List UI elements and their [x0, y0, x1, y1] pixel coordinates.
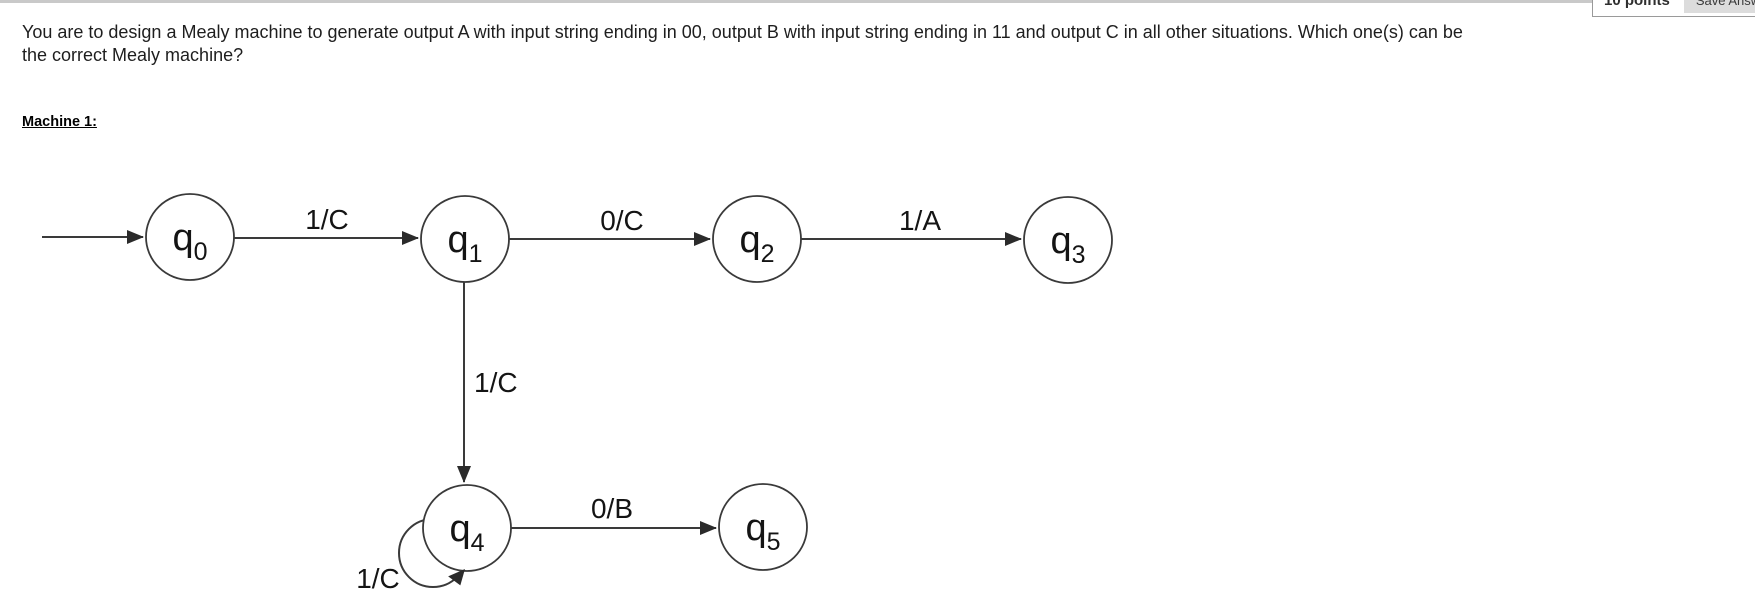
self-loop-arrowhead: [448, 569, 465, 586]
state-q2: [712, 195, 802, 283]
question-text: You are to design a Mealy machine to gen…: [22, 22, 1463, 65]
edge-label-q2-q3: 1/A: [899, 205, 941, 236]
top-divider: [0, 0, 1592, 3]
mealy-machine-diagram: q0 q1 q2 q3 q4 q5 1/C 0/C 1/A 1/C 1/C 0/…: [42, 193, 1113, 594]
question-header-fragment: 10 points Save Answer: [1592, 0, 1755, 17]
state-label-q3: q3: [1050, 220, 1085, 269]
points-label: 10 points: [1604, 0, 1670, 9]
machine-1-heading: Machine 1:: [22, 114, 97, 130]
edge-label-q1-q2: 0/C: [600, 205, 644, 236]
edge-label-q1-q4: 1/C: [474, 367, 518, 398]
state-q3: [1023, 196, 1113, 284]
state-label-q1: q1: [447, 219, 482, 268]
state-q0: [145, 193, 235, 281]
save-answer-button[interactable]: Save Answer: [1683, 0, 1755, 13]
state-label-q2: q2: [739, 219, 774, 268]
edge-label-q0-q1: 1/C: [305, 204, 349, 235]
state-q5: [718, 483, 808, 571]
state-q4: [422, 484, 512, 572]
edge-label-self-loop-q4: 1/C: [356, 563, 400, 594]
state-label-q4: q4: [449, 508, 484, 557]
state-q1: [420, 195, 510, 283]
edge-label-q4-q5: 0/B: [591, 493, 633, 524]
state-label-q0: q0: [172, 217, 207, 266]
state-label-q5: q5: [745, 507, 780, 556]
